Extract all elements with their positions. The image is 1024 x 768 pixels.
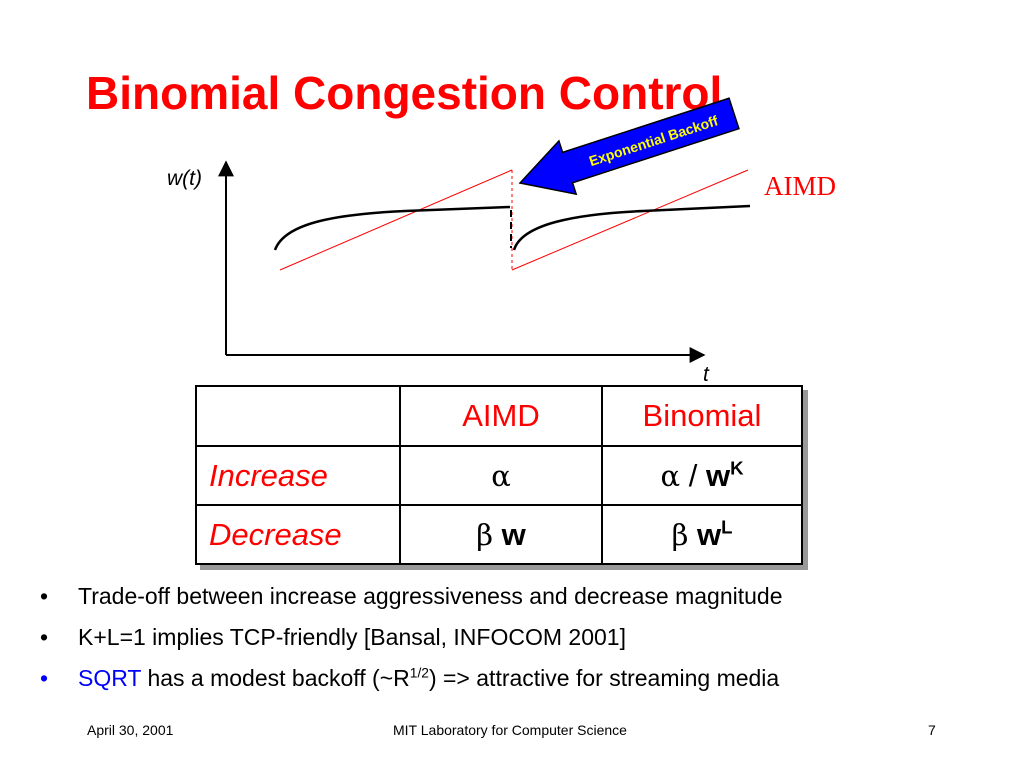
table-header-empty (195, 385, 401, 447)
list-item: • Trade-off between increase aggressiven… (40, 580, 783, 621)
comparison-table: AIMD Binomial Increase α α / wK Decrease… (195, 385, 803, 565)
symbol-alpha: α (660, 458, 681, 493)
cell-binomial-increase: α / wK (601, 445, 803, 506)
bullet-highlight: SQRT (78, 665, 142, 691)
aimd-line-2 (511, 169, 749, 271)
table-header-row: AIMD Binomial (195, 385, 803, 447)
binomial-curve-1 (273, 205, 511, 251)
row-label-decrease: Decrease (195, 504, 401, 565)
bullet-text: Trade-off between increase aggressivenes… (78, 583, 783, 609)
aimd-curve-label: AIMD (764, 171, 836, 201)
symbol-alpha: α (491, 458, 511, 493)
cell-binomial-decrease: β wL (601, 504, 803, 565)
binomial-curve-2 (512, 204, 751, 251)
cell-aimd-decrease: β w (399, 504, 603, 565)
cell-aimd-increase: α (399, 445, 603, 506)
bullet-icon: • (40, 665, 49, 691)
bullet-superscript: 1/2 (409, 665, 429, 681)
symbol-beta: β (476, 517, 494, 552)
exponential-backoff-arrow: Exponential Backoff (518, 97, 740, 196)
cell-text: / (680, 457, 706, 493)
bullet-icon: • (40, 624, 49, 650)
exponent-k: K (730, 457, 744, 479)
footer-organization: MIT Laboratory for Computer Science (393, 722, 627, 738)
cell-var: w (696, 516, 722, 552)
row-label-increase: Increase (195, 445, 401, 506)
footer-date: April 30, 2001 (87, 722, 174, 738)
cell-var: w (705, 457, 731, 493)
cell-text (688, 517, 697, 552)
slide-title: Binomial Congestion Control (86, 67, 723, 119)
list-item: • SQRT has a modest backoff (~R1/2) => a… (40, 662, 783, 703)
x-axis-label: t (703, 363, 710, 386)
bullet-text: K+L=1 implies TCP-friendly [Bansal, INFO… (78, 624, 626, 650)
table-header-aimd: AIMD (399, 385, 603, 447)
list-item: • K+L=1 implies TCP-friendly [Bansal, IN… (40, 621, 783, 662)
bullet-icon: • (40, 583, 49, 609)
footer-page-number: 7 (928, 722, 936, 738)
table-header-binomial: Binomial (601, 385, 803, 447)
cell-text: w (493, 516, 526, 552)
bullet-list: • Trade-off between increase aggressiven… (40, 580, 783, 703)
bullet-text-end: ) => attractive for streaming media (428, 665, 780, 691)
y-axis-label: w(t) (167, 167, 202, 190)
symbol-beta: β (671, 517, 689, 552)
bullet-text: has a modest backoff (~R (141, 665, 410, 691)
table-row-decrease: Decrease β w β wL (195, 504, 803, 565)
exponent-l: L (721, 516, 733, 538)
aimd-line-1 (279, 169, 513, 271)
table-row-increase: Increase α α / wK (195, 445, 803, 506)
